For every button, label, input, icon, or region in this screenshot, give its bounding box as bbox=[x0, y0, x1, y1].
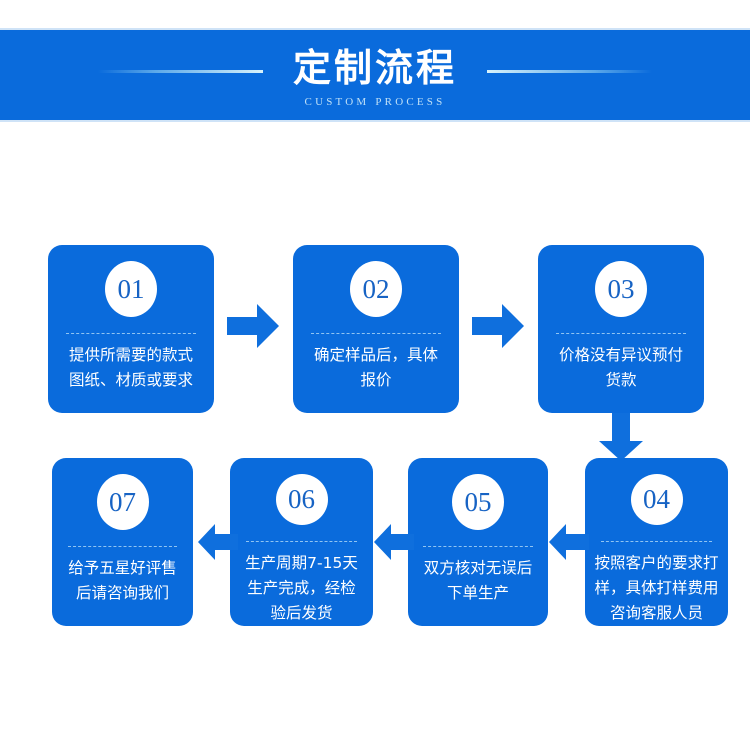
step-description: 提供所需要的款式 图纸、材质或要求 bbox=[68, 346, 193, 389]
step-number-badge: 02 bbox=[350, 261, 402, 317]
card-divider bbox=[245, 541, 358, 542]
flow-step-card-02[interactable]: 02 确定样品后，具体 报价 bbox=[293, 245, 459, 413]
card-divider bbox=[66, 333, 196, 334]
card-divider bbox=[67, 546, 178, 547]
step-description: 价格没有异议预付 货款 bbox=[558, 346, 683, 389]
header-left-rule-icon bbox=[97, 69, 263, 73]
step-description: 按照客户的要求打 样，具体打样费用 咨询客服人员 bbox=[594, 554, 719, 622]
flow-step-card-05[interactable]: 05 双方核对无误后 下单生产 bbox=[408, 458, 548, 626]
arrow-right-icon-02-to-03 bbox=[472, 302, 524, 350]
step-description: 确定样品后，具体 报价 bbox=[313, 346, 438, 389]
arrow-right-icon-01-to-02 bbox=[227, 302, 279, 350]
arrow-left-icon-05-to-06 bbox=[374, 522, 414, 562]
page-subtitle: CUSTOM PROCESS bbox=[304, 96, 446, 108]
header-right-rule-icon bbox=[487, 69, 652, 73]
arrow-left-icon-06-to-07 bbox=[198, 522, 238, 562]
page-title: 定制流程 bbox=[292, 46, 457, 90]
step-description: 双方核对无误后 下单生产 bbox=[423, 559, 533, 602]
step-description: 给予五星好评售 后请咨询我们 bbox=[68, 559, 177, 602]
card-divider bbox=[423, 546, 533, 547]
flow-step-card-07[interactable]: 07 给予五星好评售 后请咨询我们 bbox=[52, 458, 193, 626]
arrow-left-icon-04-to-05 bbox=[549, 522, 589, 562]
header-title-row: 定制流程 bbox=[0, 42, 750, 94]
step-number-badge: 03 bbox=[595, 261, 647, 317]
flow-step-card-04[interactable]: 04 按照客户的要求打 样，具体打样费用 咨询客服人员 bbox=[585, 458, 728, 626]
step-number-badge: 01 bbox=[105, 261, 157, 317]
flow-step-card-01[interactable]: 01 提供所需要的款式 图纸、材质或要求 bbox=[48, 245, 214, 413]
step-number-badge: 05 bbox=[452, 474, 504, 530]
page-header-banner: 定制流程 CUSTOM PROCESS bbox=[0, 28, 750, 122]
card-divider bbox=[600, 541, 713, 542]
card-divider bbox=[311, 333, 441, 334]
step-description: 生产周期7-15天 生产完成，经检 验后发货 bbox=[245, 554, 358, 622]
flow-step-card-06[interactable]: 06 生产周期7-15天 生产完成，经检 验后发货 bbox=[230, 458, 373, 626]
step-number-badge: 06 bbox=[275, 474, 328, 525]
arrow-down-icon-03-to-04 bbox=[597, 413, 645, 461]
flow-step-card-03[interactable]: 03 价格没有异议预付 货款 bbox=[538, 245, 704, 413]
step-number-badge: 04 bbox=[630, 474, 683, 525]
step-number-badge: 07 bbox=[96, 474, 149, 530]
card-divider bbox=[556, 333, 686, 334]
